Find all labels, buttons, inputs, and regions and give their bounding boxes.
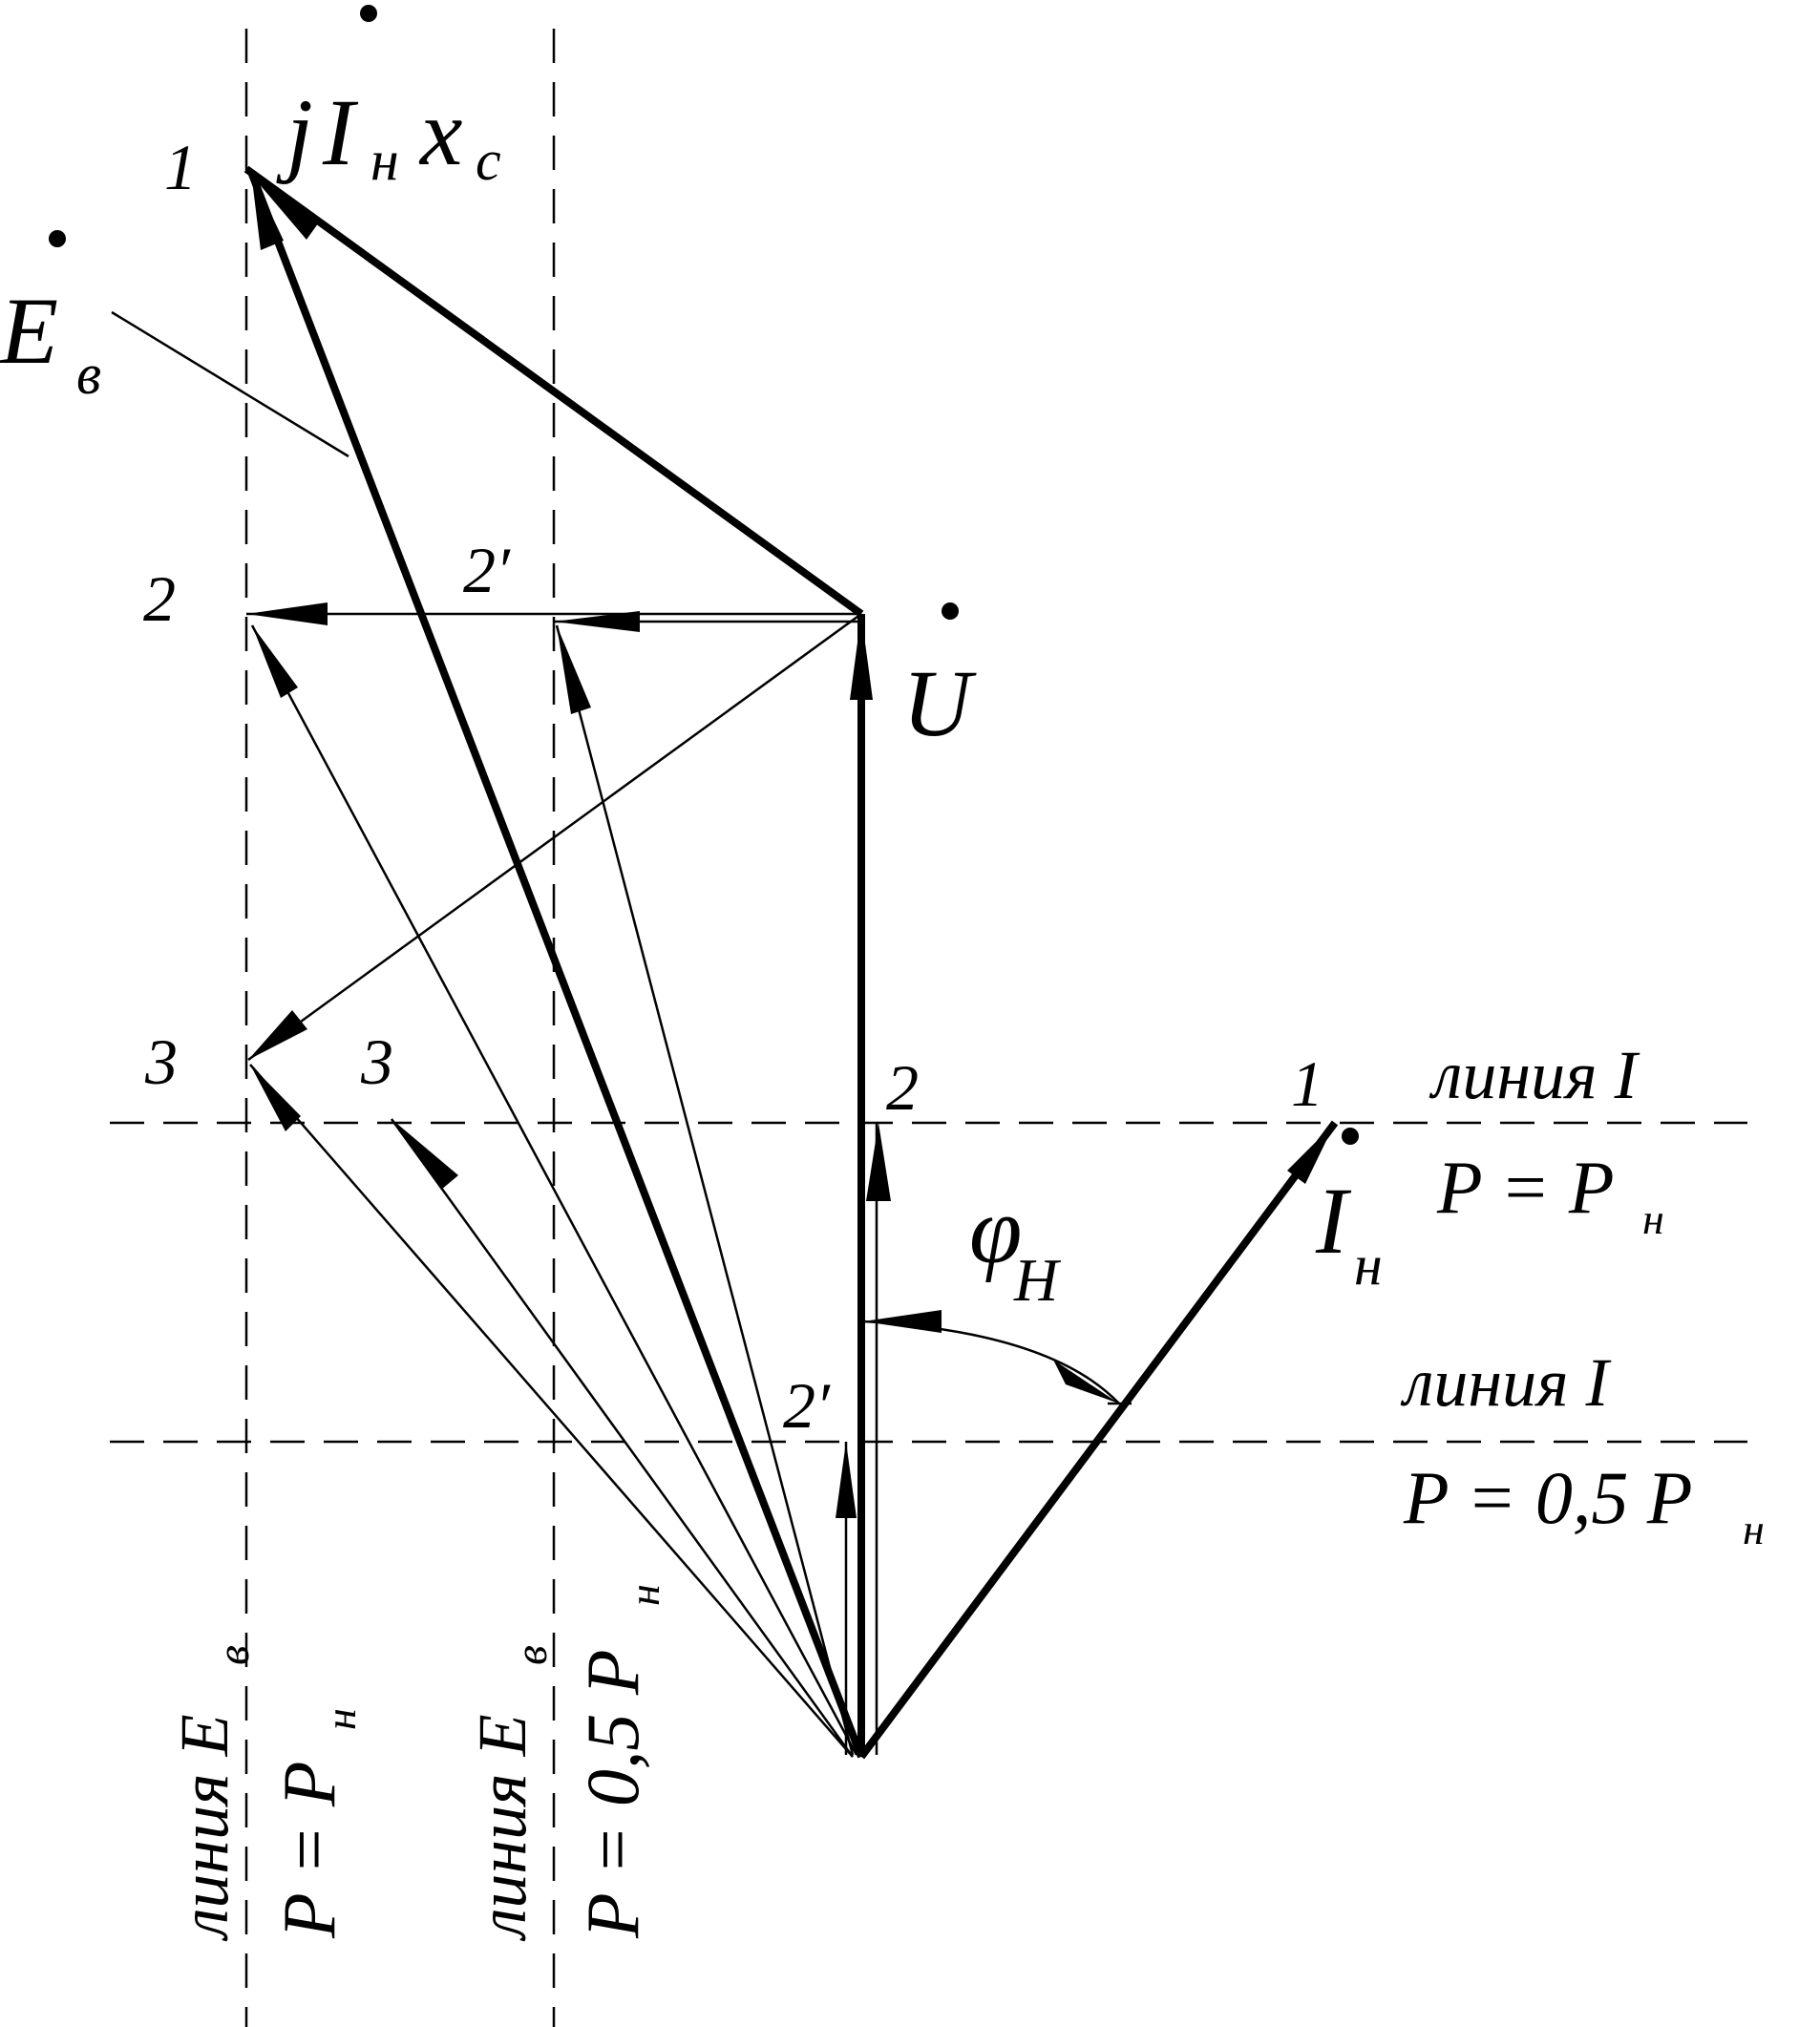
label-point-3-inner: 3 (360, 1025, 393, 1098)
vector-origin-to-2 (250, 624, 858, 1756)
vector-origin-to-3 (249, 1064, 854, 1758)
label-U: U (902, 650, 977, 756)
label-E: E в (0, 278, 101, 406)
thin-vectors (111, 310, 1120, 1758)
dot-I-n (1342, 1128, 1359, 1145)
dot-U (942, 602, 959, 620)
svg-text:н: н (370, 129, 399, 192)
svg-text:j: j (276, 79, 313, 185)
arrowhead-origin-to-3 (250, 1065, 301, 1131)
label-phi: φ Н (969, 1177, 1062, 1314)
label-line-I-full: линия I P = P н (1428, 1037, 1664, 1243)
svg-text:линия I: линия I (1400, 1344, 1612, 1421)
svg-text:P = P: P = P (1436, 1146, 1615, 1229)
label-line-E-full-eq: P = P н (267, 1708, 365, 1939)
svg-text:P = P: P = P (267, 1761, 350, 1939)
arrowhead-jIx (246, 169, 321, 240)
arrowhead-origin-to-2 (252, 625, 298, 698)
svg-text:линия E: линия E (464, 1714, 540, 1942)
svg-text:E: E (0, 278, 58, 384)
leader-line-E (111, 310, 349, 458)
arrowhead-I (1287, 1123, 1335, 1184)
label-line-E-full: линия E в (166, 1645, 259, 1942)
dot-I-jIx (360, 5, 377, 22)
svg-text:c: c (476, 129, 501, 192)
svg-text:линия I: линия I (1428, 1037, 1640, 1113)
phasor-dots (49, 5, 1359, 1145)
svg-text:н: н (1743, 1505, 1765, 1553)
svg-text:н: н (620, 1584, 668, 1606)
arrowhead-u-to-3 (248, 1010, 307, 1060)
svg-text:x: x (418, 79, 462, 185)
svg-text:I: I (1315, 1168, 1352, 1274)
angle-arc-phi (862, 1320, 1120, 1404)
svg-text:в: в (208, 1645, 259, 1665)
svg-text:н: н (1642, 1194, 1664, 1243)
arrowhead-origin-to-3-inner (392, 1119, 458, 1190)
svg-text:в: в (506, 1645, 557, 1665)
vector-I (857, 1120, 1339, 1760)
label-point-3: 3 (144, 1025, 178, 1098)
svg-text:линия E: линия E (166, 1714, 243, 1942)
arrowhead-current-2 (866, 1123, 891, 1201)
svg-text:I: I (322, 79, 359, 185)
vector-u-to-3 (247, 612, 862, 1062)
svg-text:н: н (1354, 1234, 1383, 1297)
arrowhead-phi-start (863, 1310, 942, 1333)
arrowhead-u-to-2-prime (554, 611, 640, 632)
label-u-point-2-prime: 2′ (783, 1369, 831, 1442)
svg-text:P = 0,5 P: P = 0,5 P (1403, 1456, 1693, 1539)
arrowhead-E (251, 172, 284, 250)
label-line-E-half: линия E в (464, 1645, 557, 1942)
svg-text:P = 0,5 P: P = 0,5 P (571, 1649, 654, 1939)
svg-text:н: н (316, 1708, 365, 1730)
vector-origin-to-2-prime (555, 624, 855, 1756)
label-point-2: 2 (143, 562, 176, 635)
vector-origin-to-3-inner (390, 1118, 855, 1758)
arrowhead-U (850, 614, 873, 700)
arrowhead-phi-end (1053, 1360, 1119, 1404)
label-line-E-half-eq: P = 0,5 P н (571, 1584, 668, 1939)
svg-text:Н: Н (1013, 1246, 1062, 1314)
label-u-point-2: 2 (886, 1051, 919, 1124)
svg-text:в: в (76, 343, 101, 406)
arrowhead-current-2-prime (836, 1442, 857, 1518)
label-line-I-half: линия I P = 0,5 P н (1400, 1344, 1765, 1553)
label-I-n: I н (1315, 1168, 1383, 1297)
arrowhead-u-to-2 (246, 602, 328, 625)
thick-vectors (243, 165, 1339, 1760)
vector-E (247, 170, 865, 1759)
label-i-point-1: 1 (1291, 1047, 1323, 1120)
arrowheads (246, 169, 1335, 1518)
vector-jIx (243, 165, 864, 618)
label-point-1: 1 (164, 131, 197, 203)
label-point-2-prime: 2′ (463, 534, 511, 606)
dot-E (49, 230, 66, 247)
label-jIx: j I н x c (276, 79, 501, 192)
arrowhead-origin-to-2-prime (557, 625, 591, 714)
svg-text:φ: φ (969, 1177, 1022, 1283)
